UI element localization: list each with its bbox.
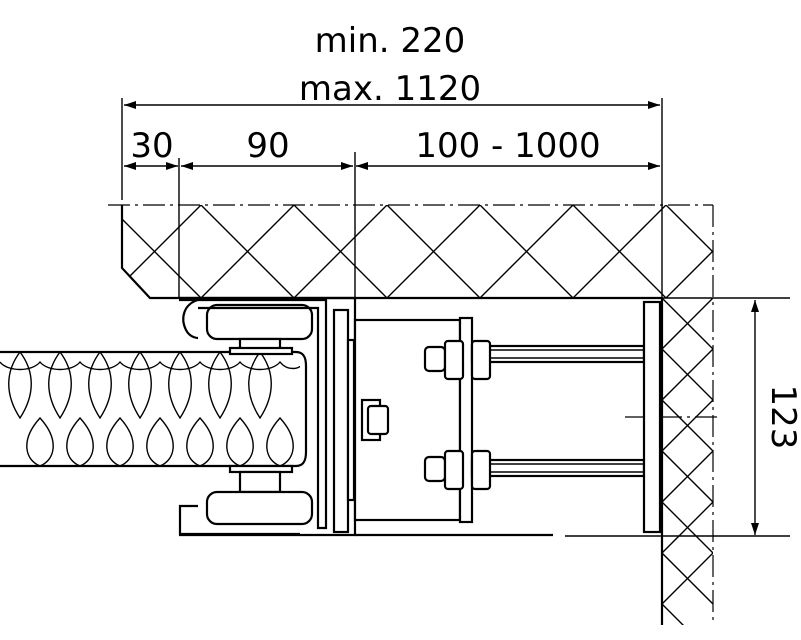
anchor-plate xyxy=(642,300,662,534)
top-roller xyxy=(179,298,314,356)
dimension-lines xyxy=(121,98,790,537)
ceiling-insulation xyxy=(108,204,713,300)
segment-30-label: 30 xyxy=(130,126,173,166)
lower-nut xyxy=(423,449,492,491)
height-123-label: 123 xyxy=(763,385,801,450)
upper-nut xyxy=(423,339,492,381)
segment-100-1000-label: 100 - 1000 xyxy=(415,126,600,166)
overall-min-label: min. 220 xyxy=(315,21,466,61)
bottom-roller xyxy=(178,464,314,536)
door-panel xyxy=(0,350,308,468)
segment-90-label: 90 xyxy=(246,126,289,166)
threaded-rods xyxy=(470,344,646,478)
overall-max-label: max. 1120 xyxy=(299,69,481,109)
wall-insulation xyxy=(625,205,720,625)
